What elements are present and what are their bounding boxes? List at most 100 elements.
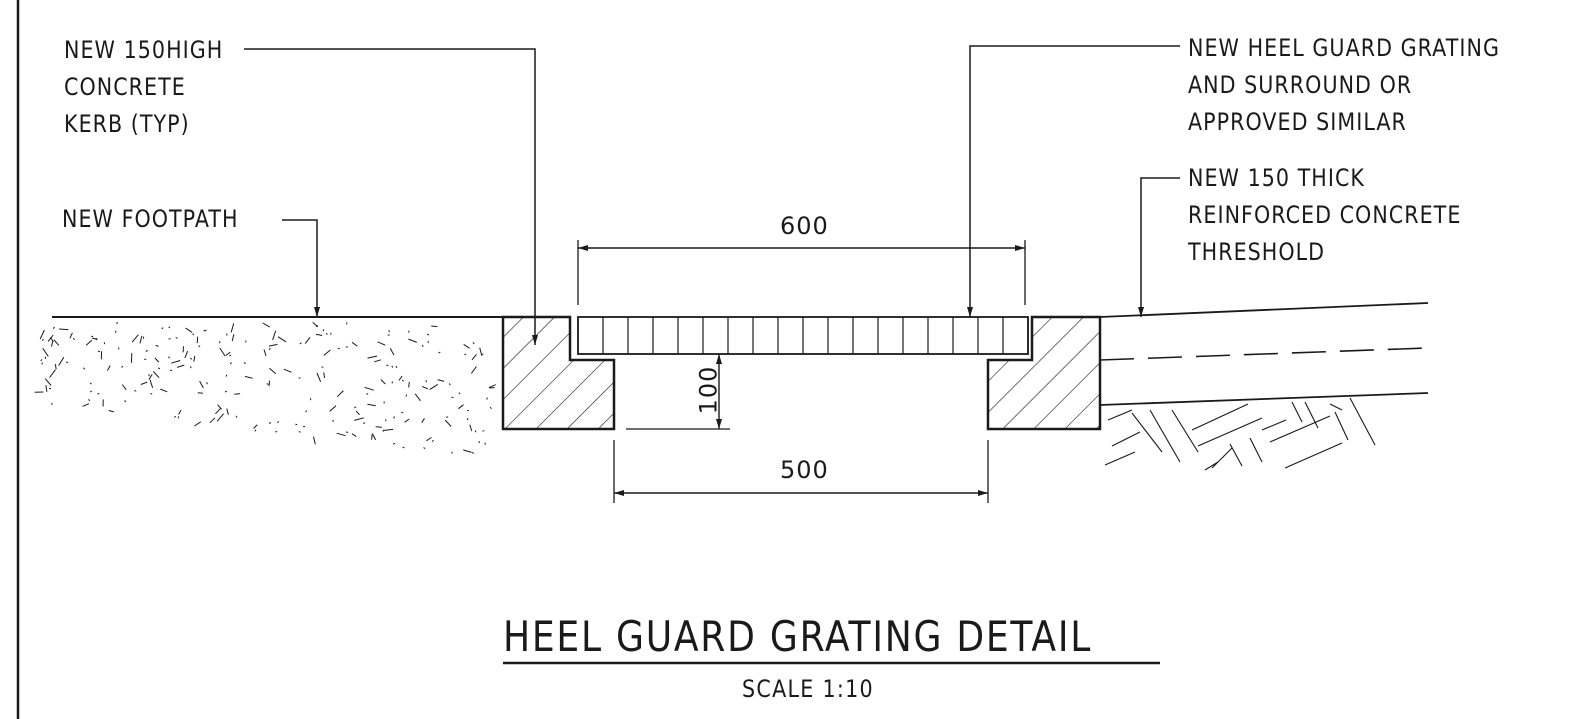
stipple-mark xyxy=(391,365,394,368)
stipple-mark xyxy=(323,372,325,378)
stipple-mark xyxy=(383,428,394,431)
stipple-mark xyxy=(44,378,52,386)
grating-leader xyxy=(967,45,1180,317)
stipple-mark xyxy=(458,404,464,410)
stipple-mark xyxy=(196,336,199,344)
stipple-mark xyxy=(45,385,48,392)
stipple-mark xyxy=(69,332,73,339)
stipple-mark xyxy=(431,325,438,328)
stipple-mark xyxy=(234,393,241,395)
stipple-mark xyxy=(481,353,484,356)
stipple-mark xyxy=(423,447,426,450)
stipple-mark xyxy=(148,374,153,380)
stipple-mark xyxy=(421,344,424,347)
stipple-mark xyxy=(451,396,454,399)
stipple-mark xyxy=(219,347,226,357)
stipple-mark xyxy=(393,442,396,445)
stipple-mark xyxy=(354,417,365,421)
stipple-mark xyxy=(298,431,301,433)
stipple-mark xyxy=(269,367,277,375)
grating-label-line-2: AND SURROUND OR xyxy=(1188,71,1413,99)
stipple-mark xyxy=(322,329,325,332)
stipple-mark xyxy=(53,339,60,346)
threshold-centre xyxy=(1099,347,1429,361)
stipple-mark xyxy=(401,379,405,382)
stipple-mark xyxy=(393,416,396,419)
stipple-mark xyxy=(106,365,111,371)
stipple-mark xyxy=(235,415,238,418)
stipple-mark xyxy=(229,354,232,357)
stipple-mark xyxy=(469,424,473,432)
stipple-mark xyxy=(148,374,150,377)
stipple-mark xyxy=(421,385,429,390)
stipple-mark xyxy=(414,393,421,402)
threshold-earth-hatch xyxy=(1104,397,1376,471)
stipple-mark xyxy=(168,326,171,329)
footpath-concrete-stipple xyxy=(34,321,496,454)
stipple-mark xyxy=(168,356,170,359)
stipple-mark xyxy=(471,452,475,454)
stipple-mark xyxy=(82,403,90,407)
stipple-mark xyxy=(266,383,269,385)
stipple-mark xyxy=(42,338,44,341)
stipple-mark xyxy=(404,418,410,423)
stipple-mark xyxy=(156,345,159,347)
threshold-top xyxy=(1099,302,1429,318)
stipple-mark xyxy=(474,430,477,433)
stipple-mark xyxy=(83,367,86,370)
footpath-leader xyxy=(282,219,320,317)
stipple-mark xyxy=(421,418,425,423)
stipple-mark xyxy=(97,392,100,395)
stipple-mark xyxy=(437,379,445,382)
stipple-mark xyxy=(185,327,193,333)
stipple-mark xyxy=(426,333,430,336)
stipple-mark xyxy=(323,349,331,356)
stipple-mark xyxy=(218,340,221,344)
stipple-mark xyxy=(375,426,383,428)
footpath-label-text: NEW FOOTPATH xyxy=(62,205,239,233)
stipple-mark xyxy=(215,407,222,415)
stipple-mark xyxy=(161,327,164,330)
stipple-mark xyxy=(484,442,486,445)
stipple-mark xyxy=(272,330,277,341)
stipple-mark xyxy=(88,399,91,402)
stipple-mark xyxy=(472,341,475,345)
stipple-mark xyxy=(243,362,246,364)
threshold-leader xyxy=(1138,177,1180,317)
stipple-mark xyxy=(160,388,168,393)
stipple-mark xyxy=(108,410,115,413)
stipple-mark xyxy=(58,357,65,366)
stipple-mark xyxy=(268,343,278,347)
stipple-mark xyxy=(315,333,323,336)
dim-500-text: 500 xyxy=(780,456,829,484)
stipple-mark xyxy=(463,343,470,349)
threshold-label: NEW 150 THICK REINFORCED CONCRETE THRESH… xyxy=(1188,160,1461,271)
stipple-mark xyxy=(316,372,322,382)
grating-label: NEW HEEL GUARD GRATING AND SURROUND OR A… xyxy=(1188,30,1500,141)
stipple-mark xyxy=(253,424,258,429)
stipple-mark xyxy=(470,366,477,374)
kerb-label-line-2: CONCRETE xyxy=(64,73,186,101)
threshold-label-line-3: THRESHOLD xyxy=(1188,238,1326,266)
stipple-mark xyxy=(466,417,469,421)
stipple-mark xyxy=(489,406,492,409)
stipple-mark xyxy=(92,337,98,340)
stipple-mark xyxy=(175,337,178,339)
stipple-mark xyxy=(91,335,94,338)
grating-label-line-1: NEW HEEL GUARD GRATING xyxy=(1188,34,1500,62)
stipple-mark xyxy=(351,341,358,347)
stipple-mark xyxy=(367,403,376,407)
stipple-mark xyxy=(395,365,398,369)
stipple-mark xyxy=(39,329,45,340)
stipple-mark xyxy=(398,375,403,381)
stipple-mark xyxy=(345,431,349,433)
stipple-mark xyxy=(367,355,378,359)
drawing-title: HEEL GUARD GRATING DETAIL xyxy=(503,612,1093,661)
stipple-mark xyxy=(229,362,232,365)
stipple-mark xyxy=(193,355,196,362)
threshold-label-line-2: REINFORCED CONCRETE xyxy=(1188,201,1462,229)
kerb-leader xyxy=(244,48,538,345)
dim-600-text: 600 xyxy=(780,212,829,240)
stipple-mark xyxy=(217,404,222,410)
